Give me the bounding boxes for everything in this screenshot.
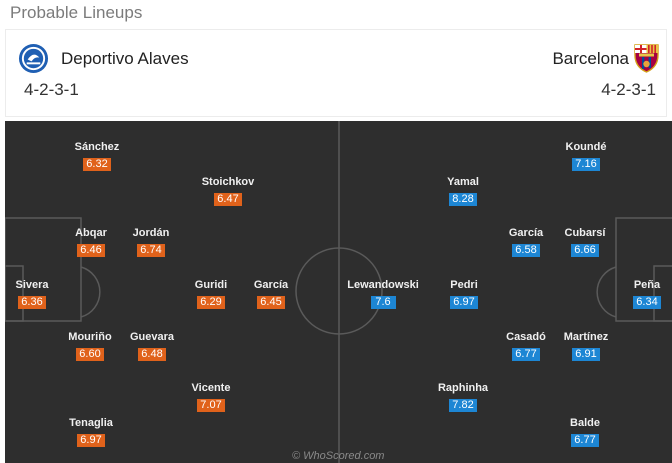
player-rating: 7.82: [449, 399, 477, 412]
player-name: Koundé: [565, 141, 607, 153]
player-rating: 7.07: [197, 399, 225, 412]
home-team-name[interactable]: Deportivo Alaves: [61, 49, 189, 68]
away-player[interactable]: Yamal 8.28: [423, 176, 503, 207]
player-rating: 6.58: [512, 244, 540, 257]
player-rating: 6.77: [512, 348, 540, 361]
away-player[interactable]: Casadó 6.77: [486, 331, 566, 362]
home-player[interactable]: Abqar 6.46: [51, 227, 131, 258]
barcelona-crest-icon: [634, 44, 659, 73]
player-rating: 6.77: [571, 434, 599, 447]
player-rating: 7.16: [572, 158, 600, 171]
player-rating: 6.32: [83, 158, 111, 171]
player-name: Guridi: [194, 279, 228, 291]
player-rating: 7.6: [370, 296, 396, 309]
player-name: Sivera: [15, 279, 49, 291]
player-rating: 6.34: [633, 296, 661, 309]
away-player[interactable]: Balde 6.77: [545, 417, 625, 448]
section-title: Probable Lineups: [10, 3, 143, 22]
player-name: Guevara: [129, 331, 175, 343]
player-name: García: [253, 279, 289, 291]
player-name: Peña: [633, 279, 661, 291]
player-rating: 6.60: [76, 348, 104, 361]
player-rating: 6.66: [571, 244, 599, 257]
away-player[interactable]: García 6.58: [486, 227, 566, 258]
away-player[interactable]: Raphinha 7.82: [423, 382, 503, 413]
home-player[interactable]: Mouriño 6.60: [50, 331, 130, 362]
player-rating: 6.36: [18, 296, 46, 309]
away-player[interactable]: Pedri 6.97: [424, 279, 504, 310]
player-name: Lewandowski: [347, 279, 419, 291]
home-player[interactable]: Guevara 6.48: [112, 331, 192, 362]
player-name: García: [508, 227, 544, 239]
away-formation: 4-2-3-1: [601, 80, 656, 99]
player-rating: 6.46: [77, 244, 105, 257]
alaves-crest-icon: [18, 43, 49, 74]
home-player[interactable]: Guridi 6.29: [171, 279, 251, 310]
home-player[interactable]: Vicente 7.07: [171, 382, 251, 413]
player-name: Raphinha: [437, 382, 489, 394]
pitch-lines: [5, 121, 672, 463]
player-name: Abqar: [75, 227, 107, 239]
player-rating: 6.29: [197, 296, 225, 309]
away-player[interactable]: Peña 6.34: [607, 279, 672, 310]
player-name: Vicente: [191, 382, 231, 394]
away-player[interactable]: Martínez 6.91: [546, 331, 626, 362]
home-player[interactable]: Sivera 6.36: [5, 279, 72, 310]
player-name: Sánchez: [74, 141, 120, 153]
player-rating: 8.28: [449, 193, 477, 206]
home-player[interactable]: García 6.45: [231, 279, 311, 310]
away-team-name[interactable]: Barcelona: [552, 49, 629, 68]
away-player[interactable]: Koundé 7.16: [546, 141, 626, 172]
home-player[interactable]: Jordán 6.74: [111, 227, 191, 258]
player-name: Martínez: [563, 331, 609, 343]
player-rating: 6.74: [137, 244, 165, 257]
away-player[interactable]: Cubarsí 6.66: [545, 227, 625, 258]
player-name: Balde: [570, 417, 600, 429]
player-rating: 6.45: [257, 296, 285, 309]
player-name: Pedri: [450, 279, 478, 291]
home-player[interactable]: Tenaglia 6.97: [51, 417, 131, 448]
player-name: Cubarsí: [564, 227, 606, 239]
player-rating: 6.97: [450, 296, 478, 309]
player-name: Stoichkov: [201, 176, 255, 188]
home-player[interactable]: Sánchez 6.32: [57, 141, 137, 172]
home-player[interactable]: Stoichkov 6.47: [188, 176, 268, 207]
teams-header: Deportivo Alaves 4-2-3-1 Barcelona 4-2-3…: [5, 29, 667, 117]
player-rating: 6.48: [138, 348, 166, 361]
player-name: Yamal: [447, 176, 479, 188]
pitch: Sánchez 6.32 Stoichkov 6.47 Abqar 6.46 J…: [5, 121, 672, 463]
home-formation: 4-2-3-1: [24, 80, 79, 99]
player-name: Jordán: [132, 227, 170, 239]
player-name: Mouriño: [68, 331, 112, 343]
away-player[interactable]: Lewandowski 7.6: [343, 279, 423, 310]
player-rating: 6.97: [77, 434, 105, 447]
player-rating: 6.47: [214, 193, 242, 206]
player-rating: 6.91: [572, 348, 600, 361]
player-name: Casadó: [506, 331, 546, 343]
watermark: © WhoScored.com: [292, 450, 385, 462]
player-name: Tenaglia: [69, 417, 113, 429]
